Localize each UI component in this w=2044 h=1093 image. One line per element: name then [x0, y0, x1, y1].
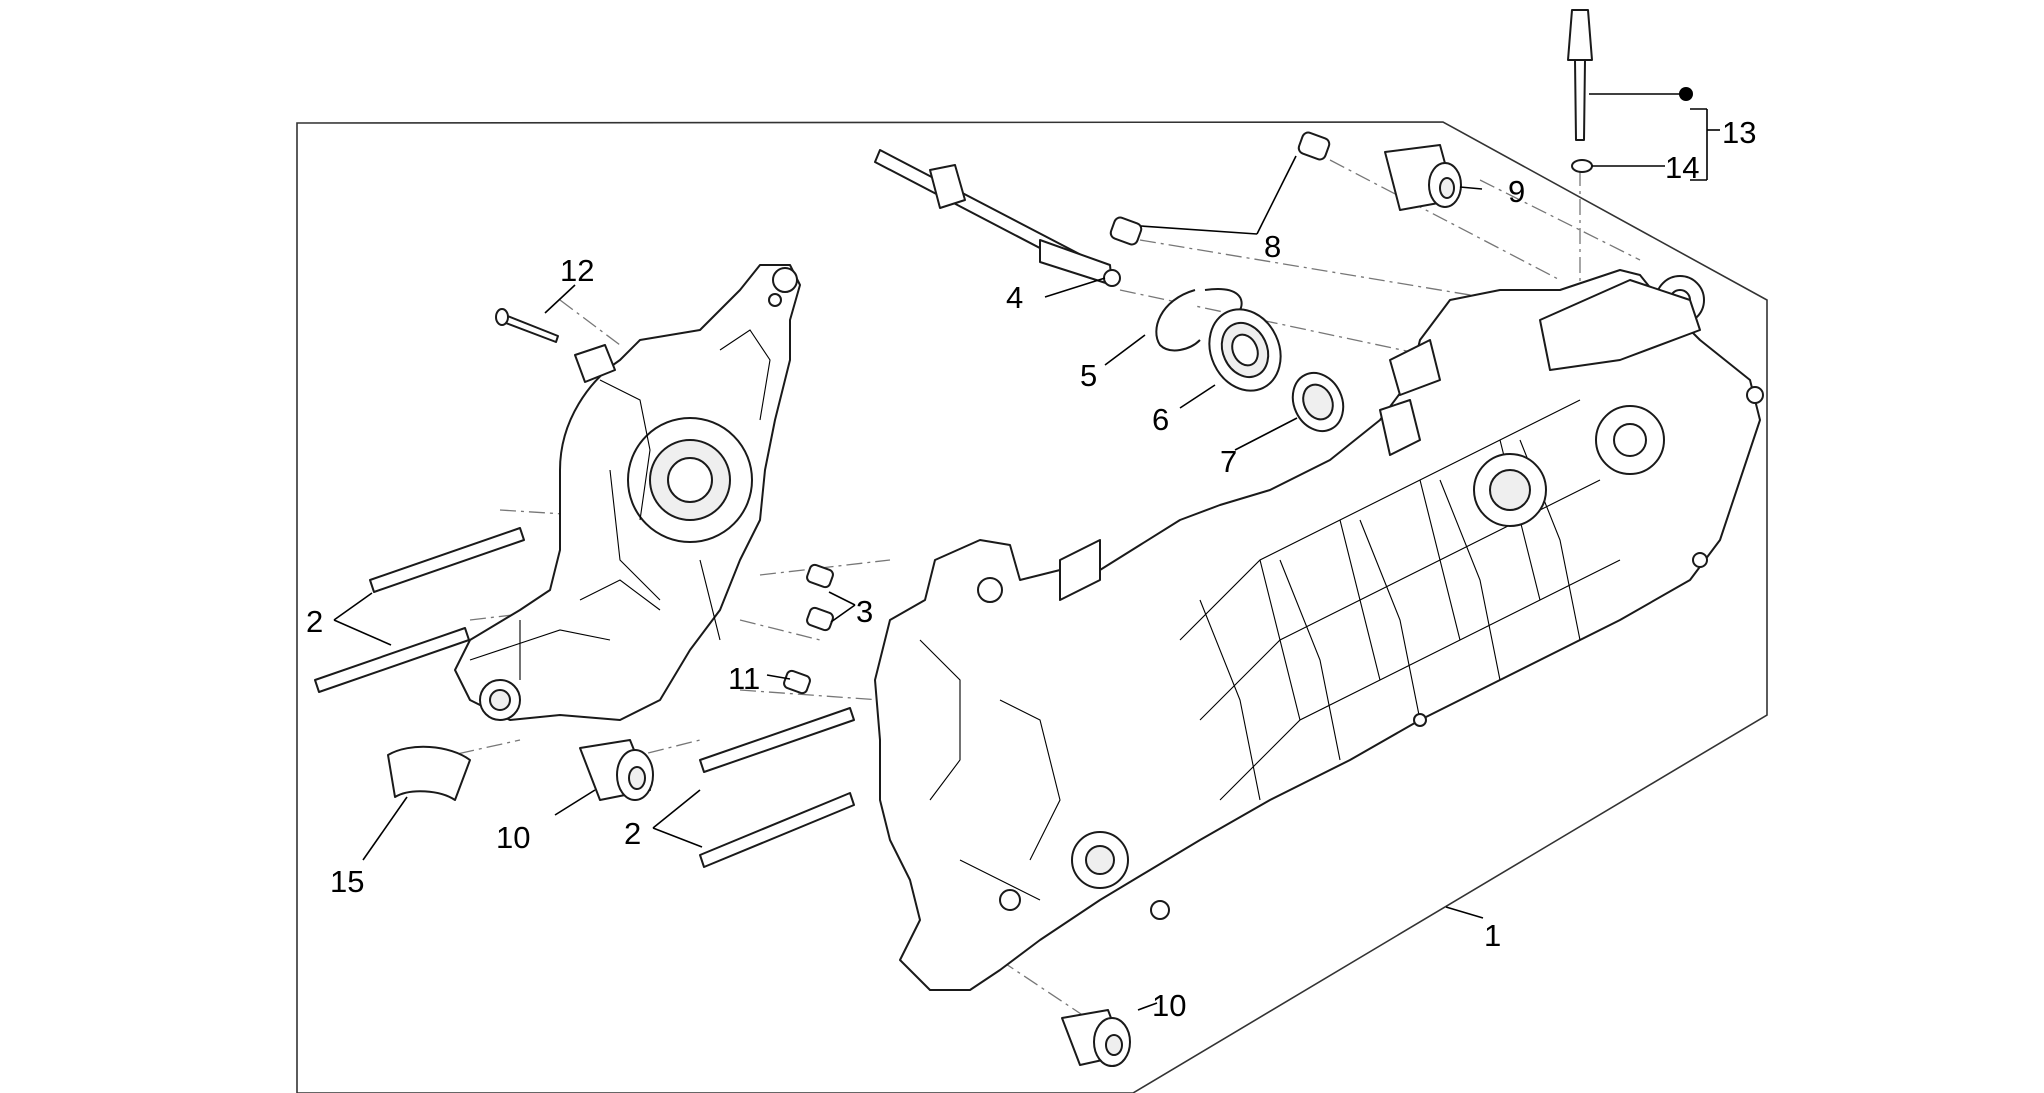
- right-crankcase-half: [874, 269, 1764, 991]
- reference-dot-icon: [1679, 87, 1693, 101]
- bearing: [1208, 308, 1282, 392]
- callout-13: 13: [1722, 115, 1756, 150]
- callout-12: 12: [560, 253, 594, 288]
- silentblock-upper: [1384, 144, 1462, 211]
- dowel-pins: [806, 563, 834, 632]
- callout-8: 8: [1264, 229, 1281, 264]
- bushing-half-shell: [387, 745, 471, 801]
- callout-7: 7: [1220, 444, 1237, 479]
- callout-5: 5: [1080, 358, 1097, 393]
- alignment-lines: [429, 159, 1641, 1021]
- callout-1: 1: [1484, 918, 1501, 953]
- callout-2b: 2: [624, 816, 641, 851]
- silentblock-bottom: [1061, 1009, 1131, 1067]
- small-bush: [783, 669, 811, 695]
- callout-2a: 2: [306, 604, 323, 639]
- dipstick: [1567, 9, 1593, 141]
- callout-9: 9: [1508, 174, 1525, 209]
- callout-3: 3: [856, 594, 873, 629]
- callout-11: 11: [728, 661, 760, 696]
- left-crankcase-half: [454, 264, 801, 721]
- assembly-frame: [296, 121, 1768, 1093]
- stud-set-center: [699, 707, 855, 868]
- silentblock-left: [579, 739, 654, 801]
- callout-labels: 1 2 2 3 4 5 6 7 8 9 10 10 11 12 13 14 15: [306, 115, 1756, 1023]
- callout-10a: 10: [496, 820, 530, 855]
- callout-10b: 10: [1152, 988, 1186, 1023]
- circlip: [1155, 288, 1243, 352]
- callout-15: 15: [330, 864, 364, 899]
- callout-14: 14: [1665, 150, 1699, 185]
- bushing-upper: [1297, 131, 1331, 161]
- bolt: [495, 308, 559, 343]
- leader-lines: [333, 93, 1720, 1011]
- callout-4: 4: [1006, 280, 1023, 315]
- callout-6: 6: [1152, 402, 1169, 437]
- washer: [1571, 159, 1593, 173]
- oil-seal: [1291, 371, 1345, 433]
- stud-set-left: [314, 527, 525, 693]
- bushing-lower: [1109, 216, 1143, 246]
- shaft: [874, 149, 1121, 287]
